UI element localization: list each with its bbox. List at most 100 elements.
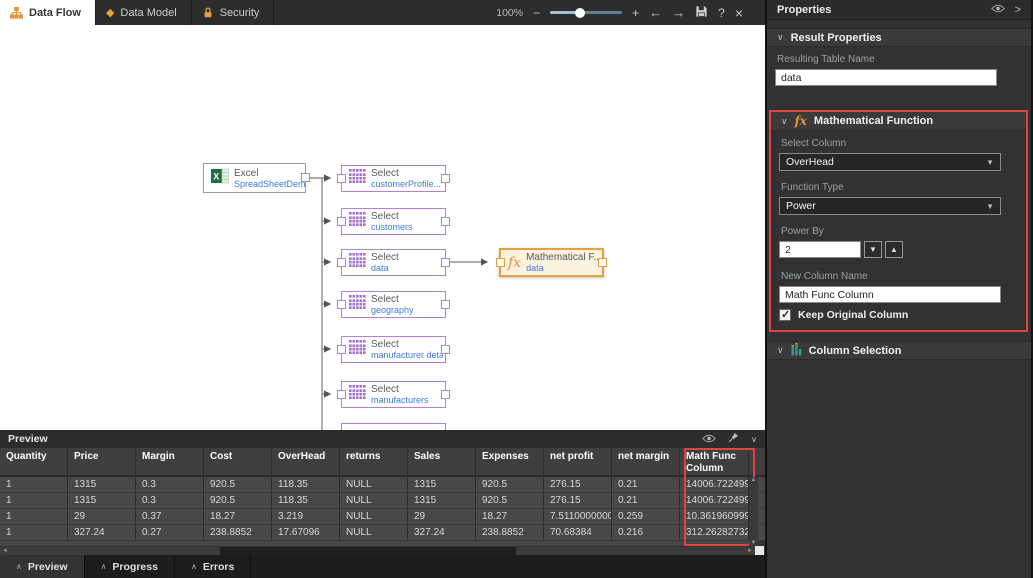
column-header[interactable]: Margin	[136, 448, 204, 475]
node-mathematical-function[interactable]: fx Mathematical F... data	[496, 248, 607, 277]
stepper-up-button[interactable]: ▲	[885, 241, 903, 258]
column-header[interactable]: Sales	[408, 448, 476, 475]
table-cell: 7.5110000000...	[544, 509, 612, 524]
output-port[interactable]	[441, 389, 450, 399]
node-subtitle: data	[526, 263, 544, 273]
eye-icon[interactable]	[990, 4, 1005, 16]
column-header[interactable]: Price	[68, 448, 136, 475]
column-header[interactable]: net profit	[544, 448, 612, 475]
input-port[interactable]	[337, 389, 346, 399]
node-select-manufacturers[interactable]: Select manufacturers	[337, 381, 450, 408]
tab-preview[interactable]: ∧Preview	[0, 555, 85, 578]
table-cell: 118.35	[272, 477, 340, 492]
input-port[interactable]	[337, 344, 346, 354]
scroll-down-arrow[interactable]: ▼	[750, 540, 757, 546]
node-select-data[interactable]: Select data	[337, 249, 450, 276]
scroll-right-arrow[interactable]: ►	[747, 548, 753, 554]
zoom-in-button[interactable]: +	[632, 5, 640, 20]
column-selection-header[interactable]: ∨ Column Selection	[767, 341, 1031, 360]
pin-icon[interactable]	[728, 430, 739, 448]
node-subtitle: customerProfile...	[371, 179, 442, 189]
close-button[interactable]: ×	[734, 4, 743, 21]
node-select-manufacturer-details[interactable]: Select manufacturer deta...	[337, 336, 450, 363]
zoom-slider[interactable]	[550, 7, 623, 18]
table-cell: 1	[0, 525, 68, 540]
table-cell: 18.27	[204, 509, 272, 524]
output-port[interactable]	[441, 173, 450, 183]
node-select-customers[interactable]: Select customers	[337, 208, 450, 235]
tab-progress[interactable]: ∧Progress	[85, 555, 175, 578]
table-vertical-scrollbar[interactable]: ▲▼	[749, 477, 758, 546]
chevron-down-icon: ∨	[777, 345, 784, 355]
table-cell: 0.3	[136, 477, 204, 492]
column-header[interactable]: net margin	[612, 448, 680, 475]
column-header[interactable]: Cost	[204, 448, 272, 475]
table-cell: 327.24	[68, 525, 136, 540]
scroll-up-arrow[interactable]: ▲	[750, 477, 757, 483]
input-port[interactable]	[337, 216, 346, 226]
tab-errors[interactable]: ∧Errors	[175, 555, 252, 578]
function-type-dropdown[interactable]: Power ▼	[779, 197, 1001, 215]
input-port[interactable]	[496, 257, 505, 267]
column-header[interactable]: returns	[340, 448, 408, 475]
column-header[interactable]: OverHead	[272, 448, 340, 475]
connector-wires	[310, 174, 489, 430]
output-port[interactable]	[441, 257, 450, 267]
tab-data-model[interactable]: ◆ Data Model	[96, 0, 192, 25]
section-title: Result Properties	[790, 31, 882, 44]
output-port[interactable]	[301, 173, 310, 182]
node-select-customerprofile[interactable]: Select customerProfile...	[337, 165, 450, 192]
tab-data-flow[interactable]: Data Flow	[0, 0, 96, 25]
result-properties-header[interactable]: ∨ Result Properties	[767, 28, 1031, 47]
select-column-dropdown[interactable]: OverHead ▼	[779, 153, 1001, 171]
forward-button[interactable]: →	[672, 5, 686, 20]
output-port[interactable]	[598, 257, 607, 267]
zoom-slider-thumb[interactable]	[575, 7, 586, 18]
tab-label: Progress	[112, 560, 158, 573]
power-by-input[interactable]	[779, 241, 861, 258]
save-icon[interactable]	[695, 5, 708, 21]
column-header[interactable]: Expenses	[476, 448, 544, 475]
table-cell: 17.67096	[272, 525, 340, 540]
eye-icon[interactable]	[702, 430, 716, 448]
column-header[interactable]: Quantity	[0, 448, 68, 475]
dataflow-canvas[interactable]: X Excel SpreadSheetDemo L... Select cust…	[0, 25, 765, 430]
back-button[interactable]: ←	[649, 5, 663, 20]
keep-original-checkbox[interactable]	[779, 308, 791, 321]
output-port[interactable]	[441, 299, 450, 309]
horizontal-scroll-thumb[interactable]	[220, 547, 516, 555]
tab-label: Errors	[202, 560, 235, 573]
input-port[interactable]	[337, 257, 346, 267]
new-column-name-input[interactable]	[779, 286, 1001, 303]
help-button[interactable]: ?	[718, 5, 725, 20]
node-select-geography[interactable]: Select geography	[337, 291, 450, 318]
table-cell: 14006.722499...	[680, 477, 749, 492]
output-port[interactable]	[441, 344, 450, 354]
scroll-left-arrow[interactable]: ◄	[2, 548, 8, 554]
svg-text:X: X	[213, 171, 219, 181]
input-port[interactable]	[337, 299, 346, 309]
zoom-out-button[interactable]: −	[533, 5, 541, 20]
stepper-down-button[interactable]: ▼	[864, 241, 882, 258]
table-cell: 3.219	[272, 509, 340, 524]
top-tab-bar: Data Flow ◆ Data Model Security 100% − +…	[0, 0, 765, 25]
mathematical-function-header[interactable]: ∨ fx Mathematical Function	[771, 112, 1026, 131]
collapse-panel-icon[interactable]: >	[1014, 3, 1021, 16]
column-header[interactable]: Math Func Column	[680, 448, 749, 475]
chevron-down-icon[interactable]: ∨	[751, 434, 757, 444]
table-name-input[interactable]	[775, 69, 997, 86]
node-excel-source[interactable]: X Excel SpreadSheetDemo L...	[203, 163, 310, 193]
table-horizontal-scrollbar[interactable]: ◄ ►	[0, 546, 765, 555]
table-grid-icon	[349, 384, 366, 405]
table-grid-icon	[349, 339, 366, 360]
input-port[interactable]	[337, 173, 346, 183]
zoom-level: 100%	[496, 6, 524, 19]
output-port[interactable]	[441, 216, 450, 226]
tab-security[interactable]: Security	[192, 0, 275, 25]
table-cell: NULL	[340, 509, 408, 524]
node-select-partial[interactable]	[341, 423, 446, 430]
